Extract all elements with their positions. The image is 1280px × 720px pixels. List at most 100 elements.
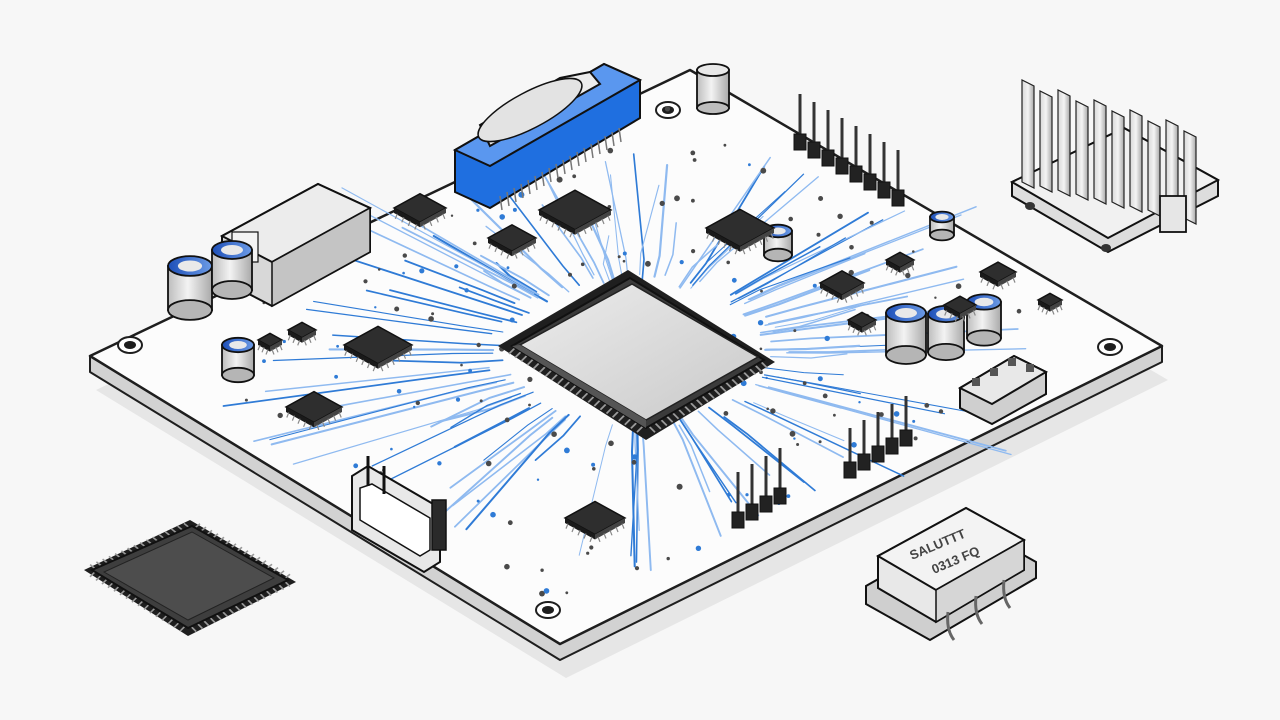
ic-pin [603,533,607,539]
ic-pin [321,421,325,428]
ic-pin [764,236,769,242]
header-base [885,437,899,455]
qfp-pin [212,533,219,539]
trace-line [270,381,515,446]
via-dot [394,306,400,312]
ic-chip [942,295,978,322]
ic-pin [1000,284,1004,290]
via-dot [499,214,506,220]
ic-pin [949,313,953,319]
fin [1147,120,1161,217]
ic-pin [723,242,727,249]
ic-pin [565,523,569,529]
trace-line [483,269,532,299]
via-dot [527,376,533,382]
dsub-pin [562,159,566,175]
port-housing [219,182,373,308]
qfp-pin [240,601,247,609]
trace-line [761,376,946,415]
ic-pin [753,242,757,249]
dsub-pin [569,155,573,171]
qfp-pin [167,618,174,625]
ic-pin [532,243,536,249]
via-dot [464,288,469,293]
capacitor-vent [229,341,247,349]
ic-pin [609,530,613,536]
fin [1021,79,1035,189]
header-base [773,487,787,505]
trace-line [305,308,493,335]
via-dot [727,492,731,497]
fin [1075,100,1089,201]
cpu-pin [599,403,608,411]
trace-line [679,156,771,289]
via-dot [402,271,405,275]
ic-pin [1045,309,1049,315]
via-dot [556,176,563,183]
ic-side [286,407,314,428]
ic-pin [901,270,905,276]
fin-plate [1075,100,1089,201]
ic-side [900,260,914,273]
trace-line [697,410,771,476]
trace-line [767,386,1007,452]
via-dot [472,241,477,246]
ic-chip [1036,292,1064,315]
via-dot [390,447,393,451]
trace-line [678,424,711,493]
ic-side [394,208,420,228]
via-dot [793,329,797,333]
edge-connector [351,456,447,574]
trace-line [586,215,616,282]
heatsink [1009,79,1221,254]
ic-pin [571,526,575,533]
fin [1057,89,1071,197]
trace-line [292,396,512,465]
trace-line [602,235,612,286]
trace-line [480,254,550,297]
ic-pin [397,356,401,363]
ic-pin [607,215,611,221]
ic-side [488,238,512,257]
via-dot [802,381,807,386]
ic-pin [577,530,581,536]
via-dot [536,478,540,481]
via-dot [608,440,614,447]
ic-side [1050,300,1062,312]
ic-side [314,407,342,428]
ic-pin [514,253,518,259]
ic-side [842,283,864,301]
trace-line [747,206,977,301]
dsub-pin [527,179,531,195]
ic-pin [1059,304,1063,311]
fin [1039,90,1053,193]
cpu-pin [754,364,762,372]
ic-pin [857,330,861,336]
via-dot [617,255,621,259]
ic-pin [429,220,433,227]
ic-pin [287,335,291,341]
via-dot [428,316,434,322]
via-dot [262,359,266,363]
cpu-pin [707,391,715,399]
qfp-pin [260,560,267,566]
qfp-pin [234,604,241,612]
ic-side [575,210,611,235]
via-dot [851,442,857,448]
processor-pins [508,347,768,433]
capacitor-base [763,247,793,263]
via-dot [745,493,749,497]
trace-line [764,344,861,351]
relay-component: SALUTTT 0313 FQ [865,506,1037,642]
ic-side [944,305,960,319]
mounting-holes [117,101,1123,619]
cpu-pin [748,367,756,376]
dsub-pin [618,127,622,143]
ic-pin [261,347,265,353]
ic-side [378,345,412,369]
ic-pin [308,337,312,344]
via-dot [485,460,492,467]
fin-plate [1183,130,1197,225]
via-dot [565,591,569,595]
